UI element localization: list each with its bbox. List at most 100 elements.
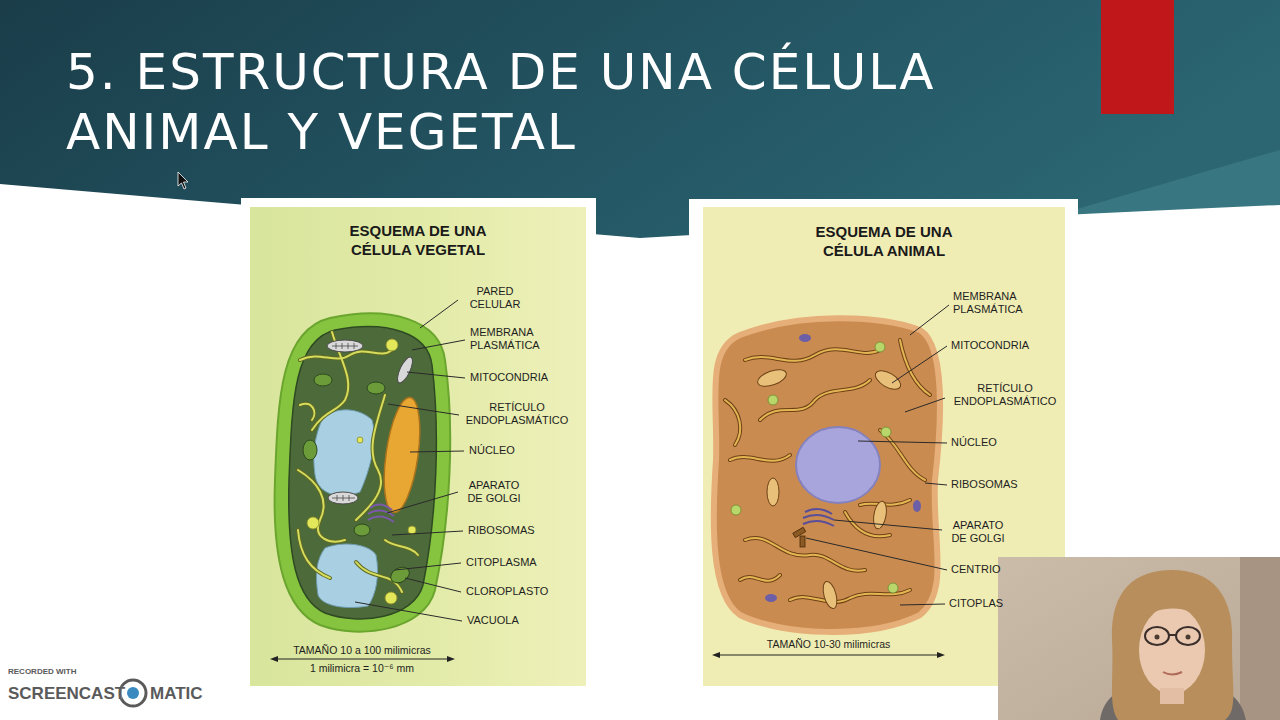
animal-cell-part-part — [730, 455, 790, 461]
animal-cell-part-part — [756, 366, 789, 389]
plant-cell-part-part — [300, 404, 314, 420]
animal-cell-part-part — [740, 575, 780, 581]
animal-cell-part — [803, 509, 834, 526]
animal-cell-part-part — [880, 430, 925, 480]
plant-leader-lines-part — [355, 602, 462, 621]
webcam-video-part — [1155, 635, 1191, 640]
animal-cell-part-part — [760, 380, 870, 420]
plant-cell-part — [327, 340, 415, 504]
plant-size-arrow — [270, 656, 455, 662]
header-band-part — [1060, 150, 1280, 214]
plant-cell-part — [303, 374, 412, 586]
animal-cell-part-part — [880, 430, 925, 480]
animal-cell-part-part — [767, 478, 779, 506]
plant-leader-lines — [355, 300, 465, 621]
webcam-video-part — [1139, 606, 1205, 694]
plant-size-arrow-part — [447, 656, 455, 662]
plant-leader-lines-part — [420, 300, 458, 328]
animal-cell-part — [756, 366, 904, 610]
animal-cell-part — [793, 527, 806, 547]
plant-size-arrow-part — [270, 656, 278, 662]
plant-cell-part-part — [307, 517, 319, 529]
animal-cell-part — [725, 340, 930, 602]
panel-heading: ESQUEMA DE UNA CÉLULA VEGETAL — [333, 221, 503, 259]
animal-leader-lines-part — [910, 305, 949, 335]
plant-leader-lines-part — [388, 404, 459, 415]
plant-cell-part-part — [388, 564, 412, 586]
plant-cell-part-part — [395, 355, 416, 385]
plant-cell-part-part — [327, 340, 363, 352]
plant-size-arrow-part — [276, 659, 449, 660]
mouse-cursor — [178, 172, 188, 189]
plant-leader-lines-part — [395, 563, 461, 570]
plant-cell-part — [307, 339, 416, 604]
plant-cell-part-part — [386, 339, 398, 351]
animal-cell-part-part — [888, 583, 898, 593]
animal-cell-part-part — [913, 500, 921, 512]
animal-cell-part-part — [730, 455, 790, 461]
webcam-video-part-part — [1169, 634, 1176, 636]
plant-leader-lines-part — [410, 451, 464, 452]
plant-cell-part-part — [328, 492, 358, 504]
watermark-text: MATIC — [150, 684, 203, 704]
plant-cell-part-part — [408, 526, 416, 534]
plant-cell-part-part — [298, 470, 345, 542]
size-label: TAMAÑO 10 a 100 milimicras — [262, 644, 462, 657]
animal-cell-part-part — [872, 367, 903, 393]
plant-cell-part-part — [385, 592, 397, 604]
plant-cell-part-part — [385, 540, 418, 555]
plant-leader-lines-part — [392, 531, 463, 535]
watermark-text: SCREENCAST — [8, 684, 125, 704]
part-label: APARATO DE GOLGI — [945, 519, 1011, 545]
part-label: MITOCONDRIA — [951, 339, 1029, 352]
animal-cell-part — [725, 340, 930, 602]
webcam-video-part-part — [1176, 627, 1200, 645]
plant-cell-part-part — [354, 524, 370, 536]
animal-cell-part-part — [725, 400, 740, 445]
plant-cell-part-part — [314, 374, 332, 386]
webcam-video-part — [1112, 570, 1233, 720]
animal-cell-part-part — [745, 349, 880, 361]
size-label: TAMAÑO 10-30 milimicras — [712, 638, 945, 651]
webcam-video-part — [998, 557, 1280, 720]
animal-leader-lines-part — [892, 346, 947, 383]
plant-cell-part-part — [356, 395, 385, 520]
animal-cell-part-part — [740, 575, 780, 581]
part-label: NÚCLEO — [951, 436, 997, 449]
animal-cell-part-part — [881, 427, 891, 437]
animal-leader-lines — [806, 305, 949, 605]
header-band-part — [0, 184, 1280, 720]
animal-size-arrow-part — [937, 652, 945, 658]
part-label: MEMBRANA PLASMÁTICA — [470, 326, 552, 352]
webcam-video-part-part — [1145, 627, 1169, 645]
animal-cell-part-part — [799, 334, 811, 342]
part-label: CENTRIO — [951, 563, 1001, 576]
webcam-video-part — [1240, 557, 1280, 720]
part-label: RIBOSOMAS — [951, 478, 1018, 491]
webcam-video-part-part — [1155, 635, 1160, 640]
animal-size-arrow-part — [718, 655, 939, 656]
panel-heading: ESQUEMA DE UNA CÉLULA ANIMAL — [799, 222, 969, 260]
animal-cell-part — [765, 334, 921, 602]
animal-cell-part-part — [803, 521, 834, 526]
plant-cell-part-part — [298, 530, 330, 578]
plant-cell-part-part — [332, 343, 358, 349]
part-label: CLOROPLASTO — [466, 585, 548, 598]
webcam-video-part — [1140, 597, 1205, 622]
part-label: CITOPLAS — [949, 597, 1003, 610]
mouse-cursor-part — [178, 172, 188, 189]
header-band-part — [1101, 0, 1174, 114]
plant-cell-part-part — [385, 540, 418, 555]
plant-cell-part — [314, 410, 374, 496]
plant-leader-lines-part — [412, 340, 465, 350]
animal-cell-part-part — [760, 380, 870, 420]
part-label: VACUOLA — [467, 614, 519, 627]
animal-size-arrow-part — [712, 652, 720, 658]
plant-cell-part-part — [370, 504, 392, 510]
animal-cell-part-part — [803, 515, 834, 520]
plant-cell-part — [368, 504, 394, 522]
plant-cell-panel: ESQUEMA DE UNA CÉLULA VEGETAL — [241, 198, 596, 688]
part-label: CITOPLASMA — [466, 556, 537, 569]
part-label: RETÍCULO ENDOPLASMÁTICO — [460, 401, 574, 427]
